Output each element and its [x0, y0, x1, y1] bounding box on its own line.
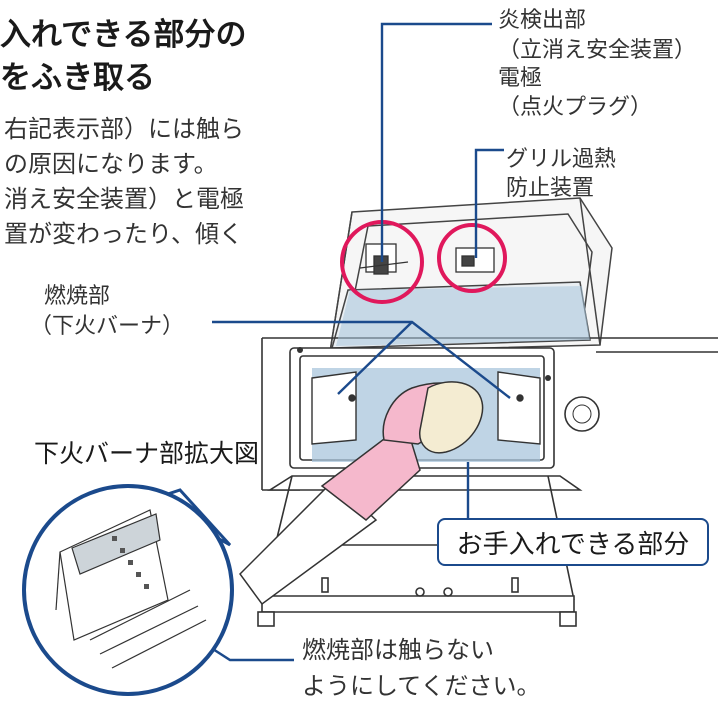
body-line-3: 消え安全装置）と電極: [4, 185, 244, 213]
control-knob: [564, 396, 600, 432]
sponge: [419, 381, 484, 454]
warning-line-2: ようにしてください。: [302, 672, 541, 700]
body-line-4: 置が変わったり、傾く: [4, 220, 244, 248]
body-line-1: 右記表示部）には触ら: [4, 115, 244, 143]
flame-sensor-sublabel: （立消え安全装置）: [498, 38, 697, 63]
overheat-highlight-circle: [437, 223, 507, 293]
clean-area-label: お手入れできる部分: [437, 518, 709, 566]
flame-sensor-label: 炎検出部: [498, 8, 587, 33]
body-line-2: の原因になります。: [4, 150, 218, 178]
heading-line-1: 入れできる部分の: [0, 17, 247, 53]
side-brackets: [311, 371, 541, 445]
zoom-detail: [22, 484, 234, 696]
panel-screw-left: [297, 347, 303, 353]
grill-overheat-label: グリル過熱: [506, 147, 617, 172]
zoom-title: 下火バーナ部拡大図: [34, 439, 260, 468]
burner-sublabel: （下火バーナ）: [30, 314, 185, 339]
warning-line-1: 燃焼部は触らない: [302, 636, 494, 664]
burner-label: 燃焼部: [44, 284, 111, 309]
heading-line-2: をふき取る: [0, 60, 155, 96]
electrode-sublabel: （点火プラグ）: [498, 95, 653, 120]
grill-overheat-sublabel: 防止装置: [506, 176, 595, 201]
electrode-label: 電極: [498, 66, 543, 91]
clean-area-upper: [336, 286, 590, 346]
panel-screw-right: [545, 375, 551, 381]
